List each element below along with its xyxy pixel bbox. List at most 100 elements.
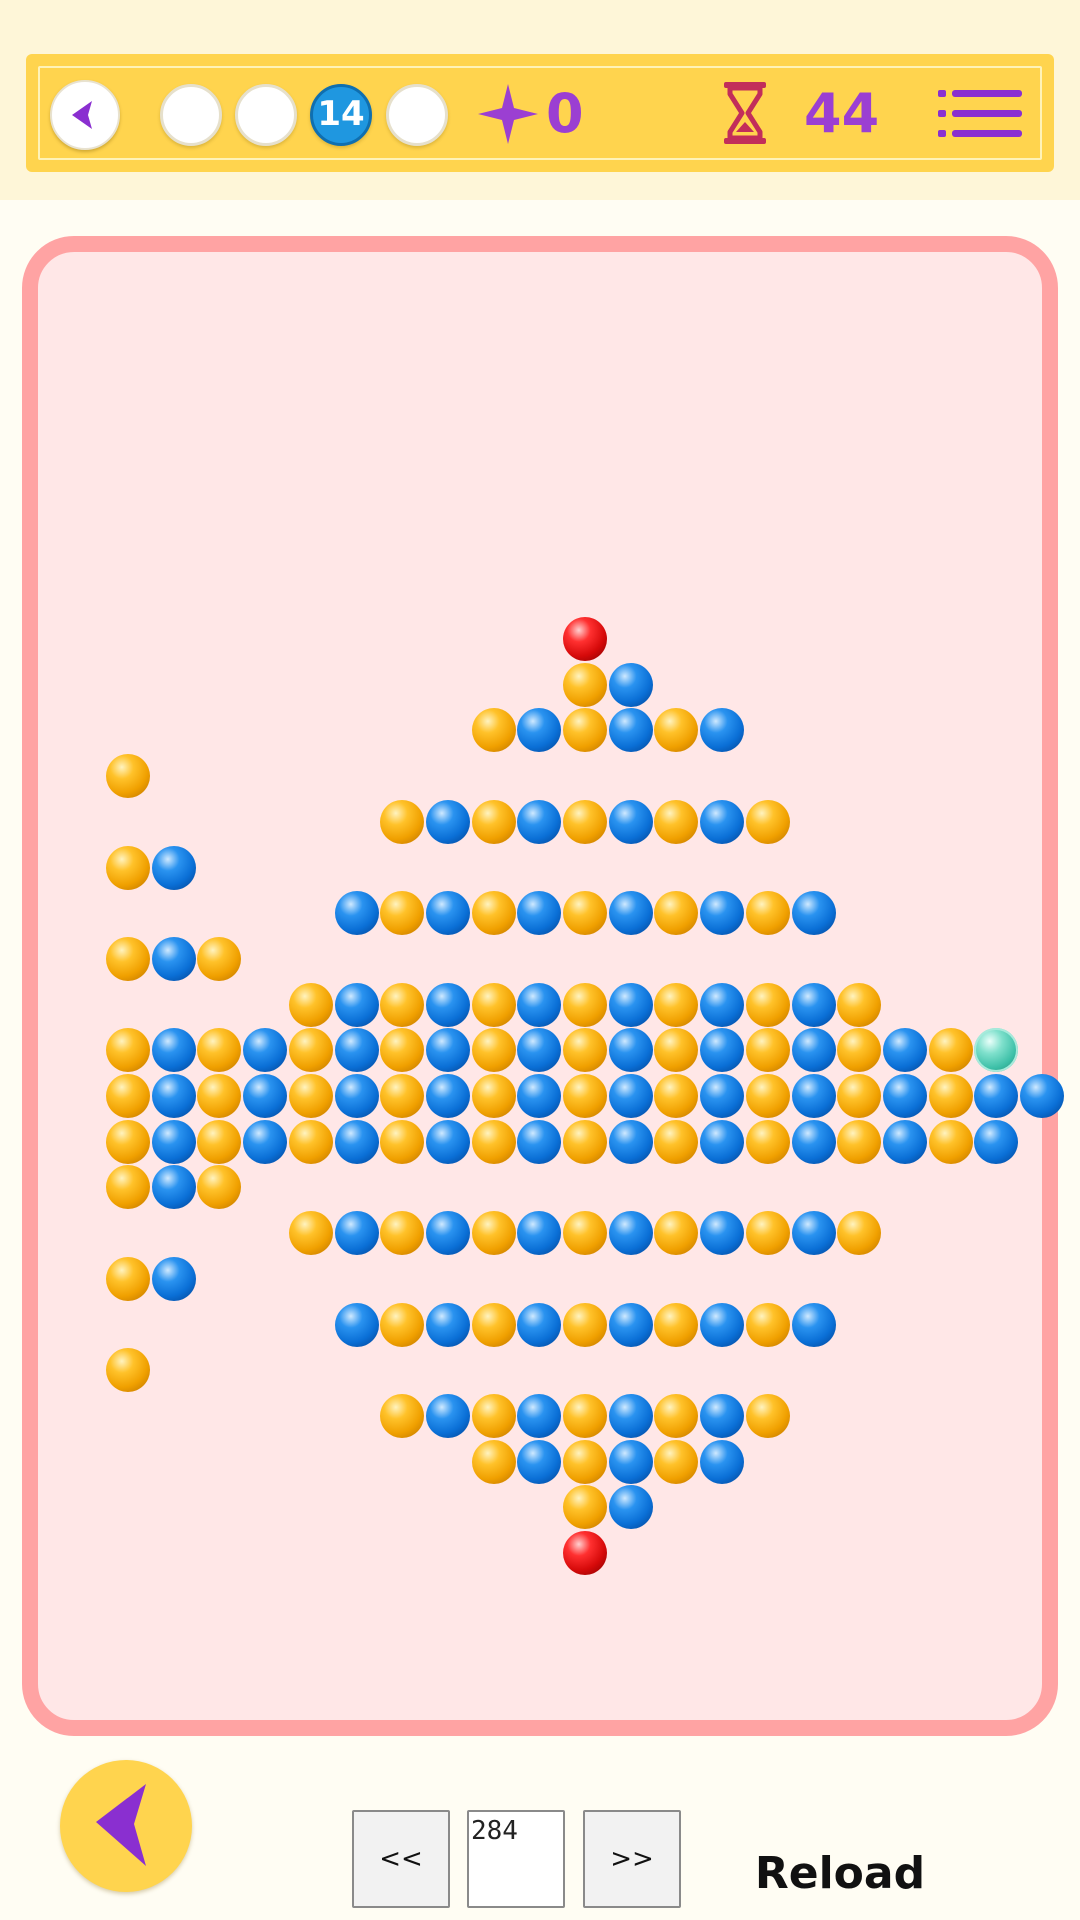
blue-ball[interactable]	[517, 1211, 562, 1256]
red-ball[interactable]	[563, 1531, 607, 1575]
orange-ball[interactable]	[654, 799, 699, 844]
blue-ball[interactable]	[791, 1302, 836, 1347]
blue-ball[interactable]	[700, 1439, 745, 1484]
prev-page-button[interactable]: <<	[352, 1810, 450, 1908]
orange-ball[interactable]	[380, 891, 425, 936]
blue-ball[interactable]	[334, 982, 379, 1027]
blue-ball[interactable]	[425, 1028, 470, 1073]
orange-ball[interactable]	[197, 1028, 242, 1073]
blue-ball[interactable]	[700, 1211, 745, 1256]
blue-ball[interactable]	[425, 799, 470, 844]
blue-ball[interactable]	[791, 1074, 836, 1118]
orange-ball[interactable]	[654, 1439, 699, 1484]
blue-ball[interactable]	[517, 1119, 562, 1164]
orange-ball[interactable]	[654, 982, 699, 1027]
orange-ball[interactable]	[471, 1393, 516, 1438]
orange-ball[interactable]	[380, 799, 425, 844]
blue-ball[interactable]	[882, 1074, 927, 1118]
blue-ball[interactable]	[608, 1211, 653, 1256]
blue-ball[interactable]	[791, 1211, 836, 1256]
blue-ball[interactable]	[517, 891, 562, 936]
orange-ball[interactable]	[837, 1211, 882, 1256]
orange-ball[interactable]	[106, 1119, 150, 1164]
blue-ball[interactable]	[243, 1074, 288, 1118]
orange-ball[interactable]	[654, 1074, 699, 1118]
blue-ball[interactable]	[791, 1028, 836, 1073]
blue-ball[interactable]	[425, 1393, 470, 1438]
blue-ball[interactable]	[700, 799, 745, 844]
orange-ball[interactable]	[563, 1302, 607, 1347]
orange-ball[interactable]	[654, 708, 699, 753]
orange-ball[interactable]	[471, 1302, 516, 1347]
orange-ball[interactable]	[745, 1302, 790, 1347]
selected-ball[interactable]	[974, 1028, 1019, 1073]
orange-ball[interactable]	[837, 1028, 882, 1073]
orange-ball[interactable]	[471, 1028, 516, 1073]
reload-button[interactable]: Reload	[740, 1838, 940, 1908]
orange-ball[interactable]	[654, 1028, 699, 1073]
orange-ball[interactable]	[106, 754, 150, 799]
blue-ball[interactable]	[608, 708, 653, 753]
orange-ball[interactable]	[471, 1439, 516, 1484]
blue-ball[interactable]	[608, 662, 653, 707]
blue-ball[interactable]	[608, 1393, 653, 1438]
blue-ball[interactable]	[700, 708, 745, 753]
blue-ball[interactable]	[700, 1028, 745, 1073]
blue-ball[interactable]	[608, 891, 653, 936]
blue-ball[interactable]	[700, 891, 745, 936]
orange-ball[interactable]	[106, 1348, 150, 1393]
blue-ball[interactable]	[882, 1119, 927, 1164]
orange-ball[interactable]	[471, 891, 516, 936]
blue-ball[interactable]	[1020, 1074, 1064, 1118]
blue-ball[interactable]	[517, 1302, 562, 1347]
blue-ball[interactable]	[425, 891, 470, 936]
bottom-back-button[interactable]	[60, 1760, 192, 1892]
blue-ball[interactable]	[517, 1074, 562, 1118]
orange-ball[interactable]	[745, 891, 790, 936]
orange-ball[interactable]	[288, 1074, 333, 1118]
blue-ball[interactable]	[517, 1393, 562, 1438]
orange-ball[interactable]	[563, 1439, 607, 1484]
blue-ball[interactable]	[608, 1439, 653, 1484]
blue-ball[interactable]	[700, 1302, 745, 1347]
blue-ball[interactable]	[334, 1119, 379, 1164]
blue-ball[interactable]	[608, 982, 653, 1027]
orange-ball[interactable]	[654, 1211, 699, 1256]
orange-ball[interactable]	[288, 1211, 333, 1256]
orange-ball[interactable]	[928, 1074, 973, 1118]
blue-ball[interactable]	[334, 891, 379, 936]
orange-ball[interactable]	[837, 1119, 882, 1164]
red-ball[interactable]	[563, 617, 607, 661]
orange-ball[interactable]	[106, 1074, 150, 1118]
blue-ball[interactable]	[517, 708, 562, 753]
blue-ball[interactable]	[151, 1256, 196, 1301]
blue-ball[interactable]	[517, 1028, 562, 1073]
back-button[interactable]	[50, 80, 120, 150]
blue-ball[interactable]	[151, 1074, 196, 1118]
orange-ball[interactable]	[288, 982, 333, 1027]
orange-ball[interactable]	[380, 1393, 425, 1438]
orange-ball[interactable]	[745, 1393, 790, 1438]
orange-ball[interactable]	[563, 708, 607, 753]
orange-ball[interactable]	[563, 1028, 607, 1073]
blue-ball[interactable]	[425, 1119, 470, 1164]
blue-ball[interactable]	[517, 982, 562, 1027]
orange-ball[interactable]	[745, 1074, 790, 1118]
orange-ball[interactable]	[197, 1119, 242, 1164]
orange-ball[interactable]	[380, 1028, 425, 1073]
menu-icon[interactable]	[938, 88, 1022, 140]
orange-ball[interactable]	[745, 982, 790, 1027]
orange-ball[interactable]	[563, 982, 607, 1027]
orange-ball[interactable]	[563, 662, 607, 707]
orange-ball[interactable]	[563, 1119, 607, 1164]
orange-ball[interactable]	[745, 799, 790, 844]
orange-ball[interactable]	[745, 1119, 790, 1164]
orange-ball[interactable]	[106, 1256, 150, 1301]
orange-ball[interactable]	[380, 1302, 425, 1347]
orange-ball[interactable]	[288, 1028, 333, 1073]
blue-ball[interactable]	[425, 1302, 470, 1347]
blue-ball[interactable]	[700, 1393, 745, 1438]
orange-ball[interactable]	[563, 1485, 607, 1530]
blue-ball[interactable]	[608, 799, 653, 844]
orange-ball[interactable]	[106, 1165, 150, 1210]
